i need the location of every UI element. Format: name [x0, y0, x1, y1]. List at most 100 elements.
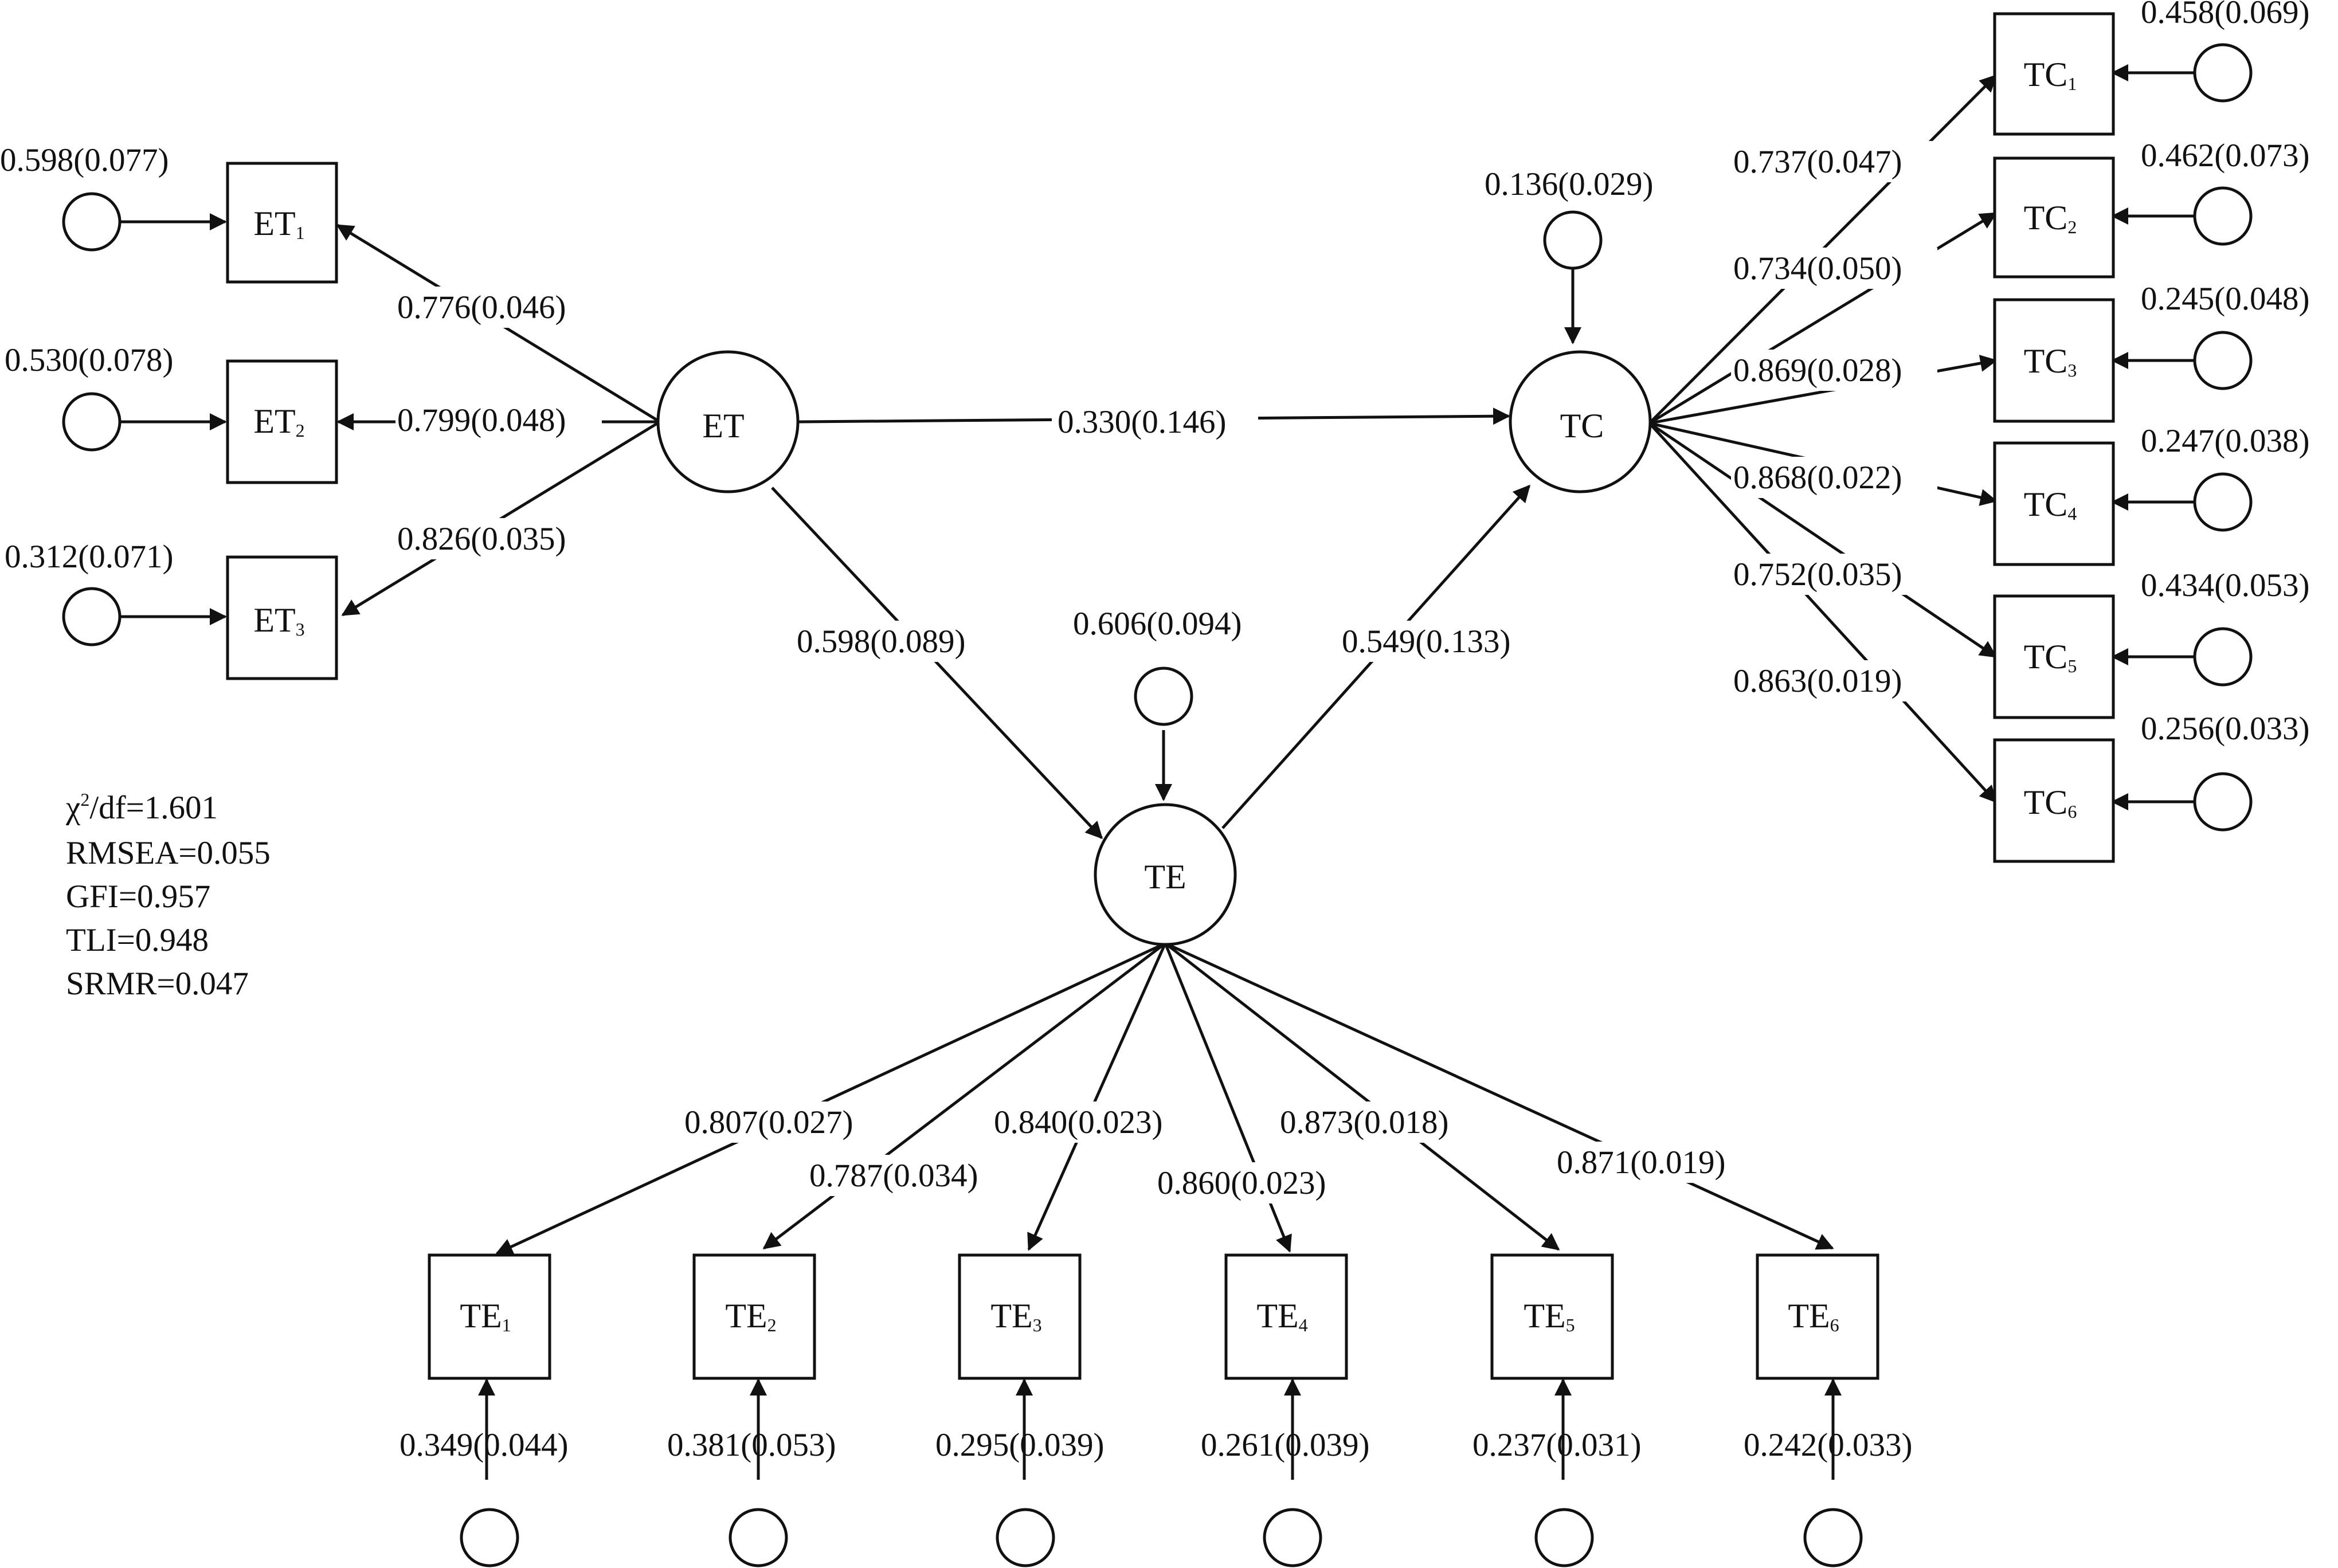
fit-rmsea: RMSEA=0.055 [66, 835, 271, 871]
path-te-tc-label: 0.549(0.133) [1342, 624, 1510, 660]
error-te-1-circle [460, 1508, 519, 1567]
loading-te-3 [1027, 942, 1167, 1251]
error-tc-1-circle [2193, 43, 2253, 103]
loading-te-6 [1164, 942, 1834, 1250]
disturbance-tc-label: 0.136(0.029) [1485, 166, 1653, 202]
error-te-3-circle [996, 1508, 1055, 1567]
indicator-et-1-label: ET1 [253, 205, 304, 243]
label-masks [395, 141, 1937, 1204]
loading-tc-2 [1650, 211, 1998, 424]
indicator-tc-4-label: TC4 [2024, 485, 2077, 524]
error-et-1-label: 0.598(0.077) [0, 142, 169, 178]
indicator-et-2-box [226, 359, 338, 484]
loading-tc-6-label: 0.863(0.019) [1733, 663, 1902, 699]
loading-et-2-label: 0.799(0.048) [397, 402, 566, 438]
error-tc-2-circle [2193, 186, 2253, 246]
error-te-5-circle [1534, 1508, 1594, 1567]
indicator-te-6-label: TE6 [1788, 1297, 1839, 1335]
loading-tc-4-label: 0.868(0.022) [1733, 460, 1902, 496]
error-et-3-circle [62, 587, 122, 646]
fit-chi-square: χ2/df=1.601 [65, 789, 218, 826]
disturbance-te-circle [1134, 667, 1193, 726]
fit-tli: TLI=0.948 [66, 922, 209, 958]
fit-gfi: GFI=0.957 [66, 879, 210, 915]
error-te-5-label: 0.237(0.031) [1472, 1427, 1641, 1463]
indicator-te-2-box [692, 1253, 816, 1380]
error-te-6-circle [1803, 1508, 1863, 1567]
latent-te-label: TE [1144, 858, 1186, 896]
loading-te-4-label: 0.860(0.023) [1157, 1165, 1326, 1201]
indicator-te-1-label: TE1 [460, 1297, 511, 1335]
fit-indices: χ2/df=1.601 RMSEA=0.055 GFI=0.957 TLI=0.… [65, 789, 271, 1002]
error-te-1-label: 0.349(0.044) [400, 1427, 568, 1463]
error-tc-5-label: 0.434(0.053) [2141, 567, 2309, 603]
error-et-2-circle [62, 392, 122, 452]
error-te-4-label: 0.261(0.039) [1201, 1427, 1369, 1463]
error-tc-4-label: 0.247(0.038) [2141, 423, 2309, 459]
loading-te-2-label: 0.787(0.034) [809, 1158, 978, 1194]
loading-te-1-label: 0.807(0.027) [684, 1104, 853, 1140]
indicator-tc-5-box [1993, 594, 2115, 719]
error-tc-5-circle [2193, 627, 2253, 687]
loading-tc-6 [1650, 424, 1998, 803]
error-tc-1-label: 0.458(0.069) [2141, 0, 2309, 30]
indicator-et-3-label: ET3 [253, 601, 304, 640]
indicator-tc-1-box [1993, 12, 2115, 136]
indicator-tc-1-label: TC1 [2024, 56, 2077, 94]
path-et-tc-label: 0.330(0.146) [1058, 404, 1226, 440]
error-et-1-circle [62, 192, 122, 252]
error-tc-6-circle [2193, 772, 2253, 832]
loading-tc-2-label: 0.734(0.050) [1733, 250, 1902, 287]
indicator-te-5-box [1490, 1253, 1614, 1380]
latent-tc-circle [1509, 350, 1652, 493]
loading-tc-1-label: 0.737(0.047) [1733, 144, 1902, 180]
indicator-et-3-box [226, 555, 338, 680]
indicator-te-4-label: TE4 [1256, 1297, 1307, 1335]
indicator-te-5-label: TE5 [1524, 1297, 1575, 1335]
loading-te-4 [1164, 943, 1292, 1253]
loading-te-6-label: 0.871(0.019) [1557, 1144, 1725, 1181]
error-te-4-circle [1263, 1508, 1322, 1567]
loading-tc-3 [1650, 355, 1998, 425]
indicator-tc-6-box [1993, 738, 2115, 863]
loading-te-5 [1164, 942, 1560, 1251]
indicator-tc-4-box [1993, 441, 2115, 566]
indicator-et-2-label: ET2 [253, 402, 304, 441]
indicator-te-4-box [1224, 1253, 1348, 1380]
indicator-tc-5-label: TC5 [2024, 638, 2077, 676]
latent-tc-label: TC [1560, 407, 1604, 445]
indicator-te-2-label: TE2 [725, 1297, 776, 1335]
loading-te-2 [762, 942, 1166, 1249]
fit-srmr: SRMR=0.047 [66, 966, 249, 1002]
error-tc-3-circle [2193, 331, 2253, 390]
indicator-te-1-box [428, 1253, 551, 1380]
error-tc-6-label: 0.256(0.033) [2141, 711, 2309, 747]
error-et-3-label: 0.312(0.071) [5, 539, 173, 575]
loading-et-3-label: 0.826(0.035) [397, 521, 566, 557]
indicator-tc-6-label: TC6 [2024, 783, 2077, 822]
error-tc-3-label: 0.245(0.048) [2141, 281, 2309, 317]
latent-et-label: ET [702, 407, 744, 445]
indicator-te-6-box [1756, 1253, 1879, 1380]
loading-tc-5 [1650, 422, 1998, 658]
error-te-3-label: 0.295(0.039) [935, 1427, 1104, 1463]
loading-te-3-label: 0.840(0.023) [994, 1104, 1162, 1140]
indicator-et-1-box [226, 162, 338, 284]
disturbance-tc-circle [1543, 210, 1603, 270]
error-tc-4-circle [2193, 472, 2253, 532]
error-et-2-label: 0.530(0.078) [5, 342, 173, 378]
error-tc-2-label: 0.462(0.073) [2141, 138, 2309, 174]
error-te-6-label: 0.242(0.033) [1744, 1427, 1912, 1463]
indicator-tc-2-label: TC2 [2024, 199, 2077, 237]
path-et-te-label: 0.598(0.089) [797, 624, 965, 660]
latent-et-circle [656, 350, 800, 493]
indicator-tc-3-box [1993, 298, 2115, 423]
indicator-te-3-label: TE3 [990, 1297, 1041, 1335]
loading-te-5-label: 0.873(0.018) [1280, 1104, 1448, 1140]
indicator-tc-2-box [1993, 156, 2115, 279]
latent-te-circle [1094, 803, 1237, 946]
loading-et-1-label: 0.776(0.046) [397, 289, 566, 326]
loading-tc-5-label: 0.752(0.035) [1733, 556, 1902, 593]
error-te-2-circle [729, 1508, 788, 1567]
